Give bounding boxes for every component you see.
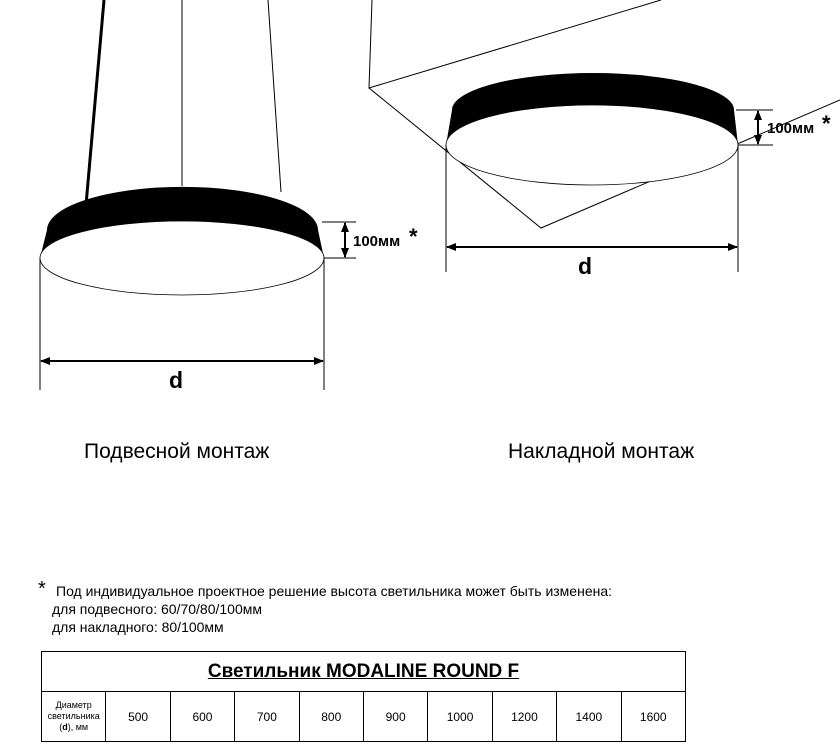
surface-height-asterisk: * <box>822 111 831 136</box>
footnote-line-3: для накладного: 80/100мм <box>52 619 224 635</box>
table-title: Светильник MODALINE ROUND F <box>41 651 686 692</box>
diameter-spec-table: Светильник MODALINE ROUND F Диаметр свет… <box>40 651 687 742</box>
height-footnote: * Под индивидуальное проектное решение в… <box>38 578 613 636</box>
diameter-cell: 800 <box>298 691 364 742</box>
surface-luminaire-drawing: 100мм * d <box>368 0 840 279</box>
surface-body-band <box>446 73 738 145</box>
ceiling-plane <box>368 0 840 229</box>
pendant-mount-caption: Подвесной монтаж <box>84 440 270 463</box>
surface-diameter-label: d <box>578 253 592 279</box>
diameter-cell: 1000 <box>427 691 493 742</box>
table-title-row: Светильник MODALINE ROUND F <box>41 651 686 692</box>
diameter-cell: 500 <box>105 691 171 742</box>
suspension-cable-left <box>84 0 106 206</box>
diameter-cell: 1600 <box>620 691 687 742</box>
pendant-height-asterisk: * <box>409 224 418 249</box>
pendant-luminaire-drawing: 100мм * d <box>39 0 418 393</box>
pendant-height-label: 100мм <box>353 233 400 250</box>
row-label-symbol: d <box>62 722 68 732</box>
row-label-line1: Диаметр <box>55 700 92 710</box>
row-label: Диаметр светильника (d), мм <box>40 691 107 742</box>
surface-diffuser <box>445 104 739 186</box>
row-label-pre: светильника ( <box>47 711 100 732</box>
technical-drawing: 100мм * d 100мм * d <box>39 0 840 393</box>
suspension-cable-right <box>267 0 282 193</box>
pendant-body-band <box>40 186 324 258</box>
diameter-cell: 600 <box>169 691 236 742</box>
footnote-line-1: Под индивидуальное проектное решение выс… <box>56 583 613 599</box>
pendant-diameter-label: d <box>169 367 183 393</box>
diameter-cell: 900 <box>362 691 429 742</box>
surface-height-label: 100мм <box>767 120 814 137</box>
footnote-line-2: для подвесного: 60/70/80/100мм <box>52 601 262 617</box>
row-label-post: ), мм <box>67 722 89 732</box>
diameter-cell: 1400 <box>556 691 622 742</box>
footnote-asterisk: * <box>38 578 46 600</box>
diameter-cell: 1200 <box>491 691 558 742</box>
surface-mount-caption: Накладной монтаж <box>508 440 695 463</box>
pendant-diffuser <box>39 220 325 296</box>
diameter-cell: 700 <box>234 691 300 742</box>
